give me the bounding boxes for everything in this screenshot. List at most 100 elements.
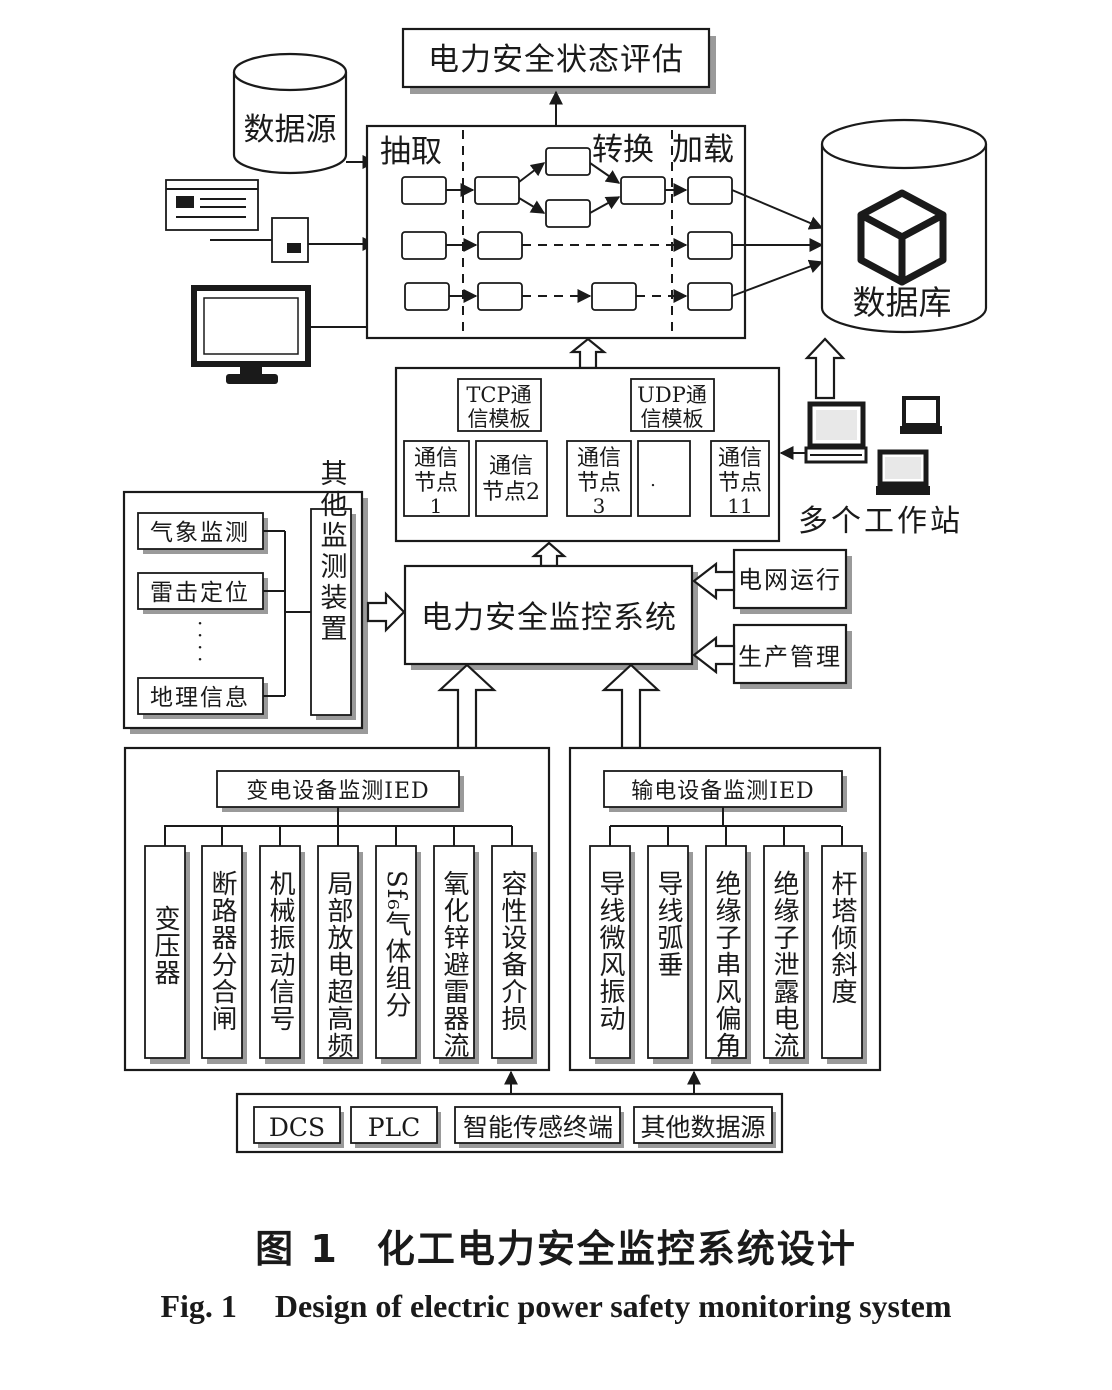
transmission-title: 输电设备监测IED xyxy=(631,779,814,804)
other-to-center-arrow xyxy=(366,591,406,633)
workstation-icon-large xyxy=(804,401,868,464)
monitor-icon xyxy=(191,285,311,384)
substation-device-4: 局部放电超高频 xyxy=(317,826,363,1064)
svg-text:气象监测: 气象监测 xyxy=(150,520,250,546)
svg-text:PLC: PLC xyxy=(368,1113,421,1142)
server-icon xyxy=(271,217,309,263)
etl-load-label: 加载 xyxy=(672,132,734,168)
transmission-device-label: 导线弧垂 xyxy=(653,870,683,978)
comm-node-3: 通信 节点 3 xyxy=(566,440,632,518)
svg-text:节点: 节点 xyxy=(577,471,621,496)
dcs-box: DCS xyxy=(253,1106,344,1148)
center-to-comm-arrow xyxy=(531,541,567,568)
transmission-device-label: 导线微风振动 xyxy=(595,870,625,1032)
svg-text:电网运行: 电网运行 xyxy=(738,566,842,594)
svg-text:通信: 通信 xyxy=(489,454,533,479)
transmission-device-3: 绝缘子串风偏角 xyxy=(705,826,751,1064)
central-system-box: 电力安全监控系统 xyxy=(403,564,698,670)
svg-text:11: 11 xyxy=(727,494,752,518)
transmission-to-center-arrow xyxy=(601,663,661,750)
central-system-label: 电力安全监控系统 xyxy=(421,600,677,636)
svg-text:地理信息: 地理信息 xyxy=(150,685,250,711)
svg-text:·: · xyxy=(197,635,203,659)
database-label: 数据库 xyxy=(853,283,952,322)
substation-device-6: 氧化锌避雷器流 xyxy=(433,826,479,1064)
svg-text:生产管理: 生产管理 xyxy=(738,643,842,671)
datasource-label: 数据源 xyxy=(244,112,337,148)
substation-title: 变电设备监测IED xyxy=(246,779,429,804)
data-sources-box: DCS PLC 智能传感终端 其他数据源 xyxy=(235,1092,784,1154)
other-monitoring-group: 气象监测 雷击定位 · · · · 地理信息 其他监测装置 xyxy=(122,459,368,734)
substation-device-label: 断路器分合闸 xyxy=(207,870,237,1032)
grid-to-center-arrow xyxy=(692,561,736,601)
substation-device-2: 断路器分合闸 xyxy=(201,826,247,1064)
svg-text:节点2: 节点2 xyxy=(482,480,540,505)
substation-device-label: Sf₆气体组分 xyxy=(381,870,411,1019)
substation-device-label: 变压器 xyxy=(150,905,180,986)
grid-operation-box: 电网运行 xyxy=(732,548,852,614)
svg-text:通信: 通信 xyxy=(577,446,621,471)
cube-icon xyxy=(857,189,947,286)
webpage-icon xyxy=(165,179,259,231)
geo-item: 地理信息 xyxy=(137,677,268,719)
tcp-line1: TCP通 xyxy=(466,383,531,407)
production-to-center-arrow xyxy=(692,635,736,675)
workstations-label: 多个工作站 xyxy=(798,504,963,539)
smart-sensor-box: 智能传感终端 xyxy=(454,1106,624,1148)
svg-text:通信: 通信 xyxy=(718,446,762,471)
udp-line2: 信模板 xyxy=(641,407,704,431)
substation-ied-group: 变电设备监测IED 变压器断路器分合闸机械振动信号局部放电超高频 Sf₆气体组分氧… xyxy=(123,746,551,1072)
substation-device-5: Sf₆气体组分 xyxy=(375,826,421,1064)
svg-text:·: · xyxy=(197,647,203,671)
etl-box: 抽取 转换 加载 xyxy=(365,124,747,340)
caption-en-label: Fig. 1 xyxy=(160,1288,237,1324)
system-diagram: 电力安全状态评估 数据源 抽取 转换 加载 xyxy=(122,27,988,1154)
substation-to-center-arrow xyxy=(437,663,497,750)
substation-device-7: 容性设备介损 xyxy=(491,826,537,1064)
svg-text:3: 3 xyxy=(593,494,606,518)
svg-text:通信: 通信 xyxy=(414,446,458,471)
comm-node-1: 通信 节点 1 xyxy=(403,440,470,518)
svg-text:DCS: DCS xyxy=(269,1113,325,1142)
udp-line1: UDP通 xyxy=(637,383,707,407)
comm-node-2: 通信 节点2 xyxy=(475,440,548,517)
substation-device-label: 容性设备介损 xyxy=(497,870,527,1032)
plc-box: PLC xyxy=(350,1106,441,1148)
caption-cn-label: 图 1 xyxy=(255,1227,339,1271)
svg-text:雷击定位: 雷击定位 xyxy=(150,580,250,606)
assessment-box: 电力安全状态评估 xyxy=(401,27,716,94)
weather-item: 气象监测 xyxy=(137,512,268,554)
caption-english: Fig. 1 Design of electric power safety mo… xyxy=(0,1288,1112,1325)
transmission-device-label: 绝缘子泄露电流 xyxy=(769,870,799,1059)
comm-node-ellipsis: . xyxy=(637,440,691,517)
transmission-device-label: 绝缘子串风偏角 xyxy=(711,870,741,1059)
transmission-device-2: 导线弧垂 xyxy=(647,826,693,1064)
comm-box: TCP通 信模板 UDP通 信模板 通信 节点 1 通信 节点2 通信 节点 3… xyxy=(394,366,781,543)
caption-en-title: Design of electric power safety monitori… xyxy=(274,1288,952,1324)
svg-text:智能传感终端: 智能传感终端 xyxy=(463,1113,613,1142)
svg-text:1: 1 xyxy=(430,494,443,518)
other-source-box: 其他数据源 xyxy=(633,1106,776,1148)
svg-text:.: . xyxy=(650,470,656,491)
transmission-device-4: 绝缘子泄露电流 xyxy=(763,826,809,1064)
substation-device-label: 机械振动信号 xyxy=(265,870,295,1032)
workstation-icon-small-2 xyxy=(876,449,930,495)
svg-text:节点: 节点 xyxy=(718,471,762,496)
etl-transform-label: 转换 xyxy=(592,132,654,168)
database-cylinder: 数据库 xyxy=(820,118,988,334)
substation-device-3: 机械振动信号 xyxy=(259,826,305,1064)
etl-extract-label: 抽取 xyxy=(380,134,442,170)
transmission-device-label: 杆塔倾斜度 xyxy=(827,870,857,1005)
svg-text:·: · xyxy=(197,623,203,647)
svg-text:其他监测装置: 其他监测装置 xyxy=(316,459,348,645)
lightning-item: 雷击定位 xyxy=(137,572,268,614)
svg-text:节点: 节点 xyxy=(414,471,458,496)
svg-text:其他数据源: 其他数据源 xyxy=(640,1113,765,1142)
comm-to-etl-arrow xyxy=(568,337,608,370)
workstation-to-db-arrow xyxy=(804,337,846,400)
vertical-ellipsis: · xyxy=(197,611,203,635)
comm-node-11: 通信 节点 11 xyxy=(710,440,770,518)
substation-device-1: 变压器 xyxy=(144,826,190,1064)
production-box: 生产管理 xyxy=(732,623,852,689)
